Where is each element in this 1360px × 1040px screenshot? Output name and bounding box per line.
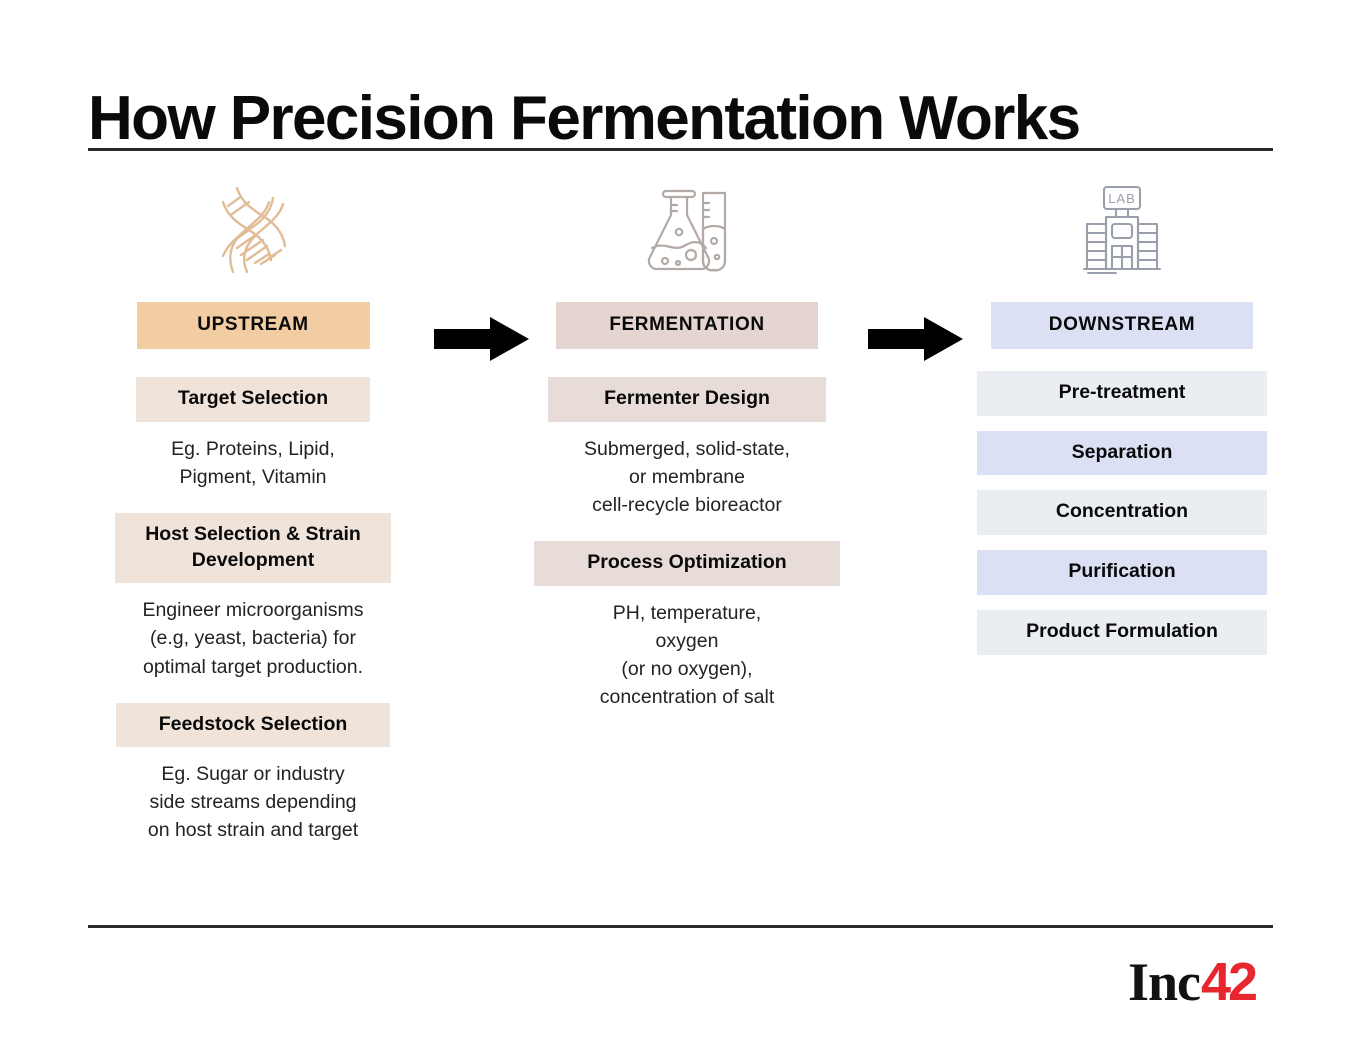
sub-header-feedstock-selection: Feedstock Selection [116,702,390,748]
flask-and-test-tube-icon [522,180,852,280]
step-product-formulation: Product Formulation [977,609,1267,655]
inc42-logo: Inc42 [1128,952,1258,1012]
column-fermentation: FERMENTATION Fermenter Design Submerged,… [522,180,852,711]
stage-header-downstream: DOWNSTREAM [991,302,1253,349]
logo-wordmark: Inc [1128,952,1201,1012]
step-concentration: Concentration [977,490,1267,536]
body-target-selection: Eg. Proteins, Lipid, Pigment, Vitamin [171,437,335,488]
sub-header-target-selection: Target Selection [136,377,370,422]
sub-header-host-selection: Host Selection & Strain Development [115,512,391,584]
dna-helix-icon [88,180,418,280]
body-fermenter-design: Submerged, solid-state, or membrane cell… [584,437,790,516]
stage-header-upstream: UPSTREAM [136,302,370,349]
body-feedstock-selection: Eg. Sugar or industry side streams depen… [147,763,359,842]
body-host-selection: Engineer microorganisms (e.g, yeast, bac… [142,599,364,678]
lab-building-icon: LAB [957,180,1287,280]
footer-divider [88,925,1273,928]
step-pre-treatment: Pre-treatment [977,371,1267,416]
step-separation: Separation [977,430,1267,476]
stage-header-fermentation: FERMENTATION [556,302,818,349]
header-divider [88,148,1273,151]
arrow-upstream-to-fermentation [434,316,530,362]
step-purification: Purification [977,550,1267,595]
sub-header-process-optimization: Process Optimization [534,540,840,586]
logo-number: 42 [1201,952,1258,1012]
sub-header-fermenter-design: Fermenter Design [548,377,826,422]
page-title: How Precision Fermentation Works [88,83,1081,153]
column-upstream: UPSTREAM Target Selection Eg. Proteins, … [88,180,418,845]
body-process-optimization: PH, temperature, oxygen (or no oxygen), … [599,601,775,708]
arrow-fermentation-to-downstream [868,316,964,362]
svg-text:LAB: LAB [1108,191,1136,206]
column-downstream: LAB DOWNSTRE [957,180,1287,655]
